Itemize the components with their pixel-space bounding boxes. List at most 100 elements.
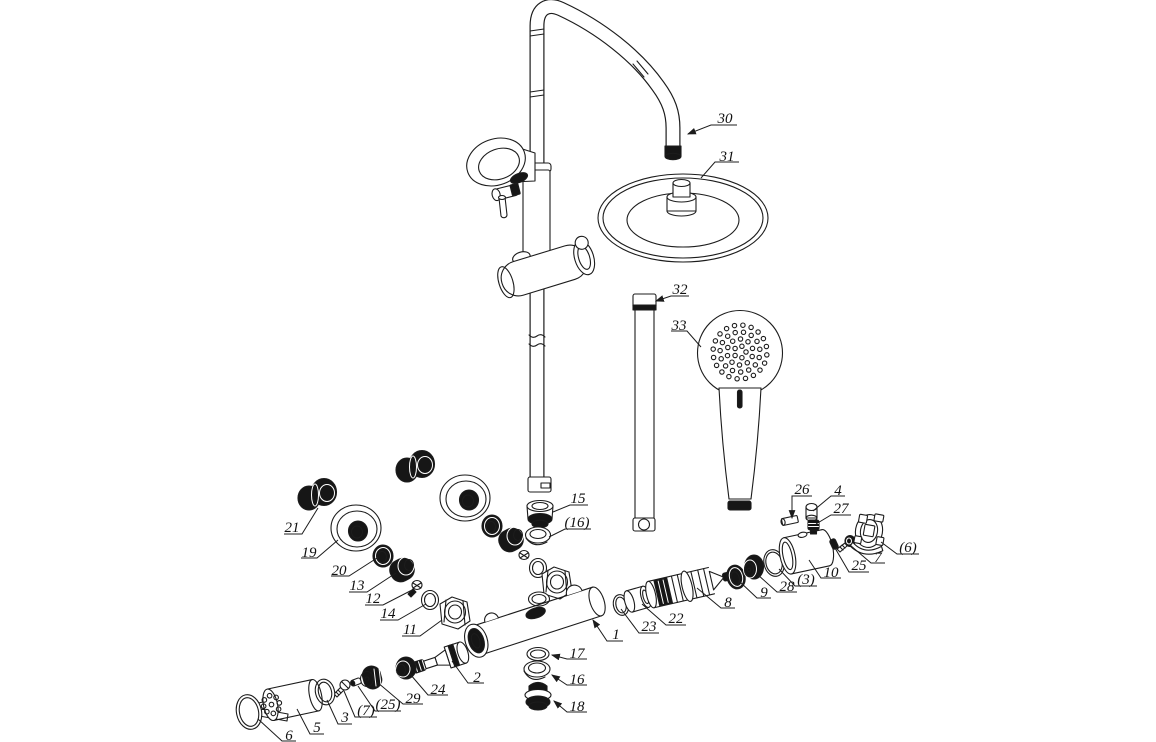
- riser-pipe: [521, 0, 681, 493]
- leader-line-12: [365, 588, 415, 606]
- leader-line-18: [553, 700, 587, 713]
- leader-line-25: [834, 547, 869, 573]
- part-number-10: 10: [824, 565, 840, 581]
- part-number-28: 28: [780, 579, 796, 595]
- label-2: 2: [451, 660, 484, 686]
- leader-line-16: [551, 674, 587, 686]
- label-7: 7: [849, 544, 885, 566]
- connector-15: [526, 499, 554, 529]
- screw-12: [407, 579, 423, 598]
- leader-line-10: [808, 559, 841, 579]
- leader-line-27: [815, 514, 851, 525]
- label-10: 10: [808, 559, 841, 581]
- leader-line-7: [343, 690, 377, 718]
- part-number-25: 25: [852, 558, 868, 574]
- part-number-4: 4: [834, 483, 842, 499]
- label-19: 19: [301, 539, 339, 561]
- inlet-nut-11: [439, 596, 471, 630]
- label-12: 12: [365, 588, 415, 607]
- label-16-alt: (16): [548, 515, 591, 538]
- part-number-14: 14: [381, 606, 397, 622]
- part-number-22: 22: [669, 611, 685, 627]
- leader-line-22: [641, 603, 686, 626]
- part-number-1: 1: [612, 627, 620, 643]
- part-number-2: 2: [473, 670, 481, 686]
- leader-line-19: [301, 539, 339, 559]
- button-4: [805, 502, 818, 522]
- cap-16: [523, 660, 551, 680]
- overhead-shower: [597, 173, 769, 263]
- cap-24: [395, 656, 417, 680]
- valve-body-1: [464, 584, 606, 658]
- label-6: 6: [257, 718, 296, 742]
- label-3: 3: [326, 699, 352, 726]
- leader-line-1: [592, 619, 623, 642]
- screw-7-alt: [333, 679, 351, 698]
- label-25-alt: (25): [357, 685, 401, 713]
- label-4: 4: [812, 483, 845, 512]
- insert-27: [807, 519, 820, 535]
- leader-line-29: [376, 681, 423, 705]
- spray-face-dots: [710, 322, 770, 382]
- part-number-6: 6: [285, 728, 293, 742]
- label-33: 33: [671, 318, 702, 348]
- pin-25-alt: [350, 677, 362, 687]
- part-number-3: 3: [340, 710, 349, 726]
- label-22: 22: [641, 603, 686, 627]
- end-cap-6: [235, 694, 289, 730]
- label-26: 26: [788, 482, 812, 520]
- label-21: 21: [284, 507, 319, 536]
- label-13: 13: [349, 572, 397, 594]
- wall-bracket: [466, 137, 536, 187]
- label-9: 9: [738, 580, 771, 601]
- leader-line-33: [671, 330, 702, 348]
- label-18: 18: [553, 699, 587, 715]
- leader-line-24: [409, 673, 448, 696]
- leader-line-2: [451, 660, 484, 684]
- leader-line-31: [700, 161, 739, 179]
- leader-line-16: [548, 528, 591, 538]
- part-number-30: 30: [717, 111, 734, 127]
- leader-line-26: [788, 495, 812, 520]
- label-27: 27: [815, 501, 851, 525]
- part-number-20: 20: [332, 563, 348, 579]
- label-23: 23: [620, 608, 659, 635]
- label-17: 17: [550, 646, 587, 662]
- oring-right: [528, 557, 548, 579]
- part-number-12: 12: [366, 591, 382, 607]
- label-11: 11: [402, 619, 443, 638]
- label-6-alt: (6): [880, 540, 919, 556]
- label-3-alt: (3): [778, 568, 817, 588]
- part-number-19: 19: [302, 545, 318, 561]
- part-number-25: (25): [376, 697, 401, 713]
- label-1: 1: [592, 619, 623, 643]
- label-32: 32: [654, 282, 689, 302]
- label-8: 8: [696, 587, 735, 611]
- label-14: 14: [380, 603, 427, 622]
- escutcheon-right: [439, 474, 491, 522]
- part-number-16: (16): [565, 515, 590, 531]
- clip-6-alt: [849, 513, 885, 555]
- part-number-32: 32: [672, 282, 689, 298]
- leader-line-20: [331, 557, 378, 577]
- part-number-13: 13: [350, 578, 365, 594]
- screw-right: [518, 549, 530, 561]
- hand-shower: [696, 309, 784, 511]
- adapter-right: [498, 526, 524, 553]
- leader-line-4: [812, 495, 845, 512]
- part-number-33: 33: [671, 318, 687, 334]
- label-20: 20: [331, 557, 378, 579]
- label-15: 15: [552, 491, 588, 513]
- diverter-lever: [491, 182, 521, 219]
- part-number-7: 7: [874, 550, 883, 566]
- label-5: 5: [296, 708, 324, 736]
- label-30: 30: [686, 111, 737, 135]
- part-number-24: 24: [431, 682, 447, 698]
- pin-25: [829, 538, 839, 550]
- leader-line-30: [686, 124, 737, 135]
- leader-line-21: [284, 507, 319, 535]
- leader-line-23: [620, 608, 659, 634]
- label-28: 28: [756, 573, 797, 595]
